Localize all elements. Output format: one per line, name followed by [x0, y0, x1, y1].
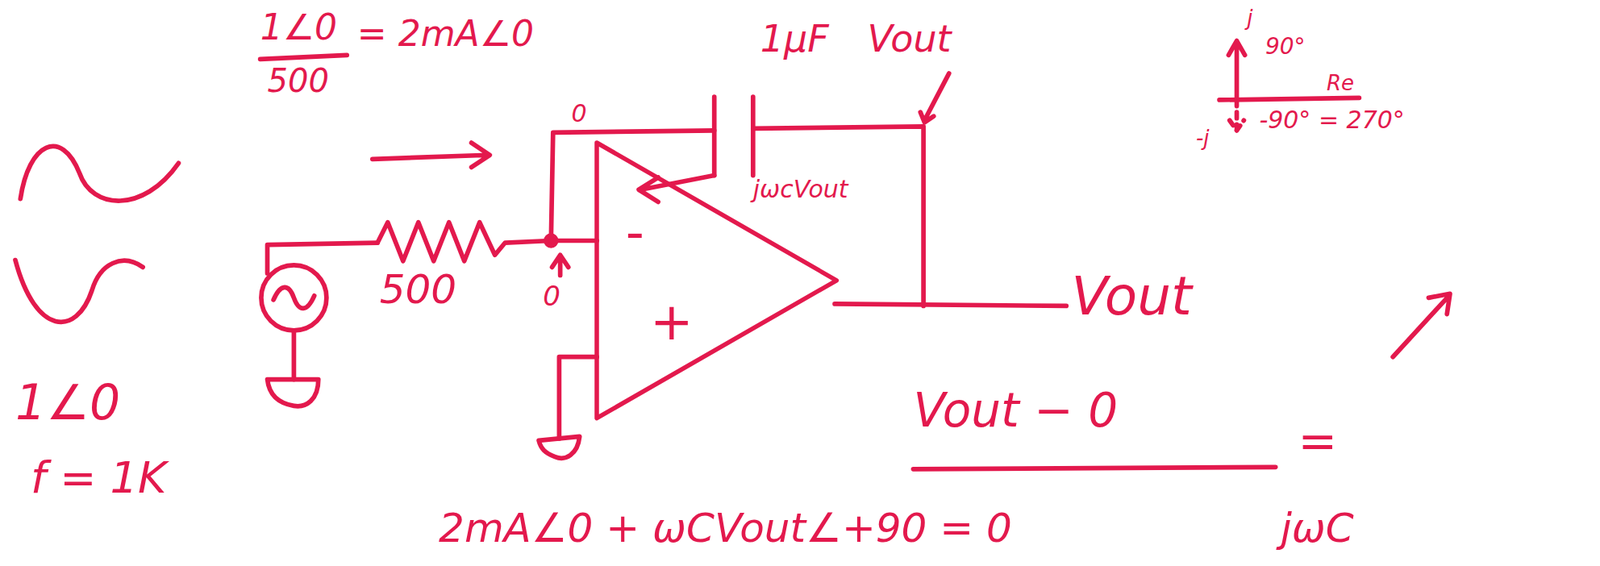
current-arrow	[552, 254, 569, 275]
circuit-label: 500	[267, 62, 330, 99]
circuit-label: 2mA∠0 + ωCVout∠+90 = 0	[438, 506, 1013, 551]
phasor-axis	[1219, 97, 1359, 100]
op-amp-triangle	[596, 142, 837, 419]
sine-sketch	[20, 146, 179, 202]
pointer-arrow	[1392, 293, 1450, 357]
circuit-label: 90°	[1265, 34, 1306, 60]
op-amp: -+	[596, 142, 837, 419]
ac-source	[261, 265, 327, 331]
op-amp-terminal: -	[625, 206, 645, 259]
circuit-label: 1∠0	[15, 375, 121, 430]
circuit-label: jωcVout	[753, 175, 849, 203]
circuit-label: =	[1297, 416, 1338, 468]
ac-source-wave	[273, 287, 315, 309]
circuit-label: 0	[542, 281, 561, 312]
wire	[291, 330, 297, 380]
resistor-symbol	[377, 222, 551, 262]
circuit-label: 0	[571, 100, 588, 127]
circuit-label: 500	[379, 267, 457, 313]
circuit-label: -j	[1195, 126, 1210, 150]
circuit-label: Re	[1326, 71, 1355, 96]
wire	[558, 357, 597, 439]
wire	[550, 238, 597, 244]
circuit-label: Vout	[867, 18, 952, 60]
fraction-bar	[260, 54, 348, 59]
wire	[267, 242, 379, 274]
op-amp-terminal: +	[650, 295, 694, 348]
circuit-label: f = 1K	[30, 454, 167, 502]
phasor-axis	[1228, 41, 1245, 100]
circuit-label: j	[1246, 6, 1253, 30]
circuit-label: -90° = 270°	[1258, 106, 1405, 134]
circuit-label: = 2mA∠0	[357, 14, 534, 54]
fraction-bar	[912, 466, 1275, 470]
current-arrow	[372, 142, 491, 167]
circuit-label: 1∠0	[260, 8, 338, 47]
sine-sketch	[15, 260, 143, 323]
wire	[834, 304, 1067, 307]
ground-symbol	[538, 436, 580, 459]
circuit-label: Vout	[1071, 267, 1192, 327]
leader-line	[920, 73, 949, 123]
ground-symbol	[267, 379, 319, 407]
capacitor-symbol	[714, 96, 754, 175]
circuit-label: 1μF	[760, 18, 830, 60]
circuit-label: Vout − 0	[912, 385, 1118, 438]
op-amp-outline	[596, 142, 837, 419]
phasor-axis	[1229, 100, 1245, 131]
circuit-label: jωC	[1280, 506, 1355, 551]
